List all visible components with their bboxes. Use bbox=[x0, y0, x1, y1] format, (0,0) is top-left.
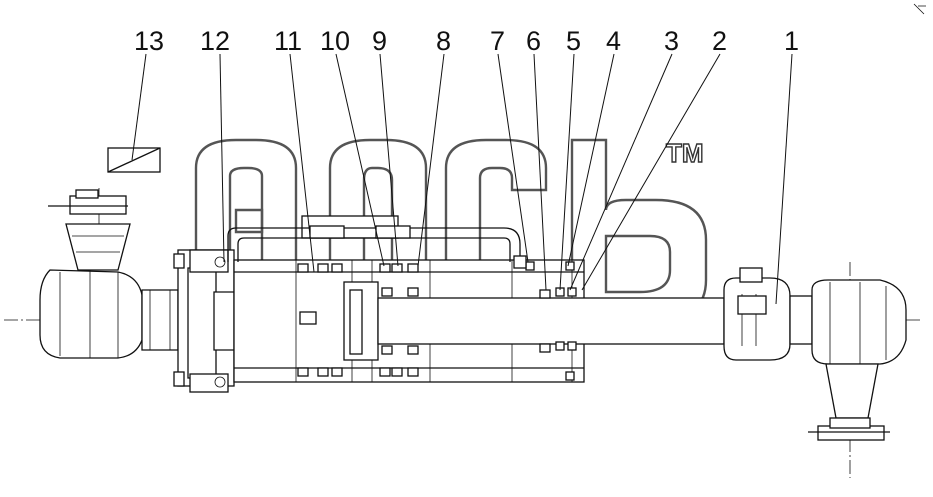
callout-3: 3 bbox=[664, 26, 679, 56]
cylinder-head bbox=[173, 249, 235, 393]
trademark-mark: TM bbox=[666, 138, 704, 168]
callout-5: 5 bbox=[566, 26, 581, 56]
callout-4: 4 bbox=[606, 26, 621, 56]
callout-9: 9 bbox=[372, 26, 387, 56]
callout-12: 12 bbox=[200, 26, 230, 56]
right-clamp bbox=[723, 267, 813, 361]
callout-labels: 13 12 11 10 9 8 7 6 5 4 3 2 1 bbox=[134, 26, 799, 56]
brand-watermark: TM bbox=[194, 137, 708, 322]
leader-lines bbox=[131, 53, 793, 305]
right-ball-joint bbox=[808, 279, 907, 441]
callout-11: 11 bbox=[274, 26, 302, 56]
corner-mark bbox=[913, 3, 926, 15]
piston-rod bbox=[377, 297, 725, 345]
seals bbox=[297, 261, 577, 381]
callout-10: 10 bbox=[320, 26, 350, 56]
callout-7: 7 bbox=[490, 26, 505, 56]
callout-8: 8 bbox=[436, 26, 451, 56]
surface-symbol bbox=[107, 147, 161, 173]
callout-2: 2 bbox=[712, 26, 727, 56]
callout-6: 6 bbox=[526, 26, 541, 56]
left-ball-joint bbox=[39, 189, 179, 359]
callout-13: 13 bbox=[134, 26, 164, 56]
callout-1: 1 bbox=[784, 26, 799, 56]
